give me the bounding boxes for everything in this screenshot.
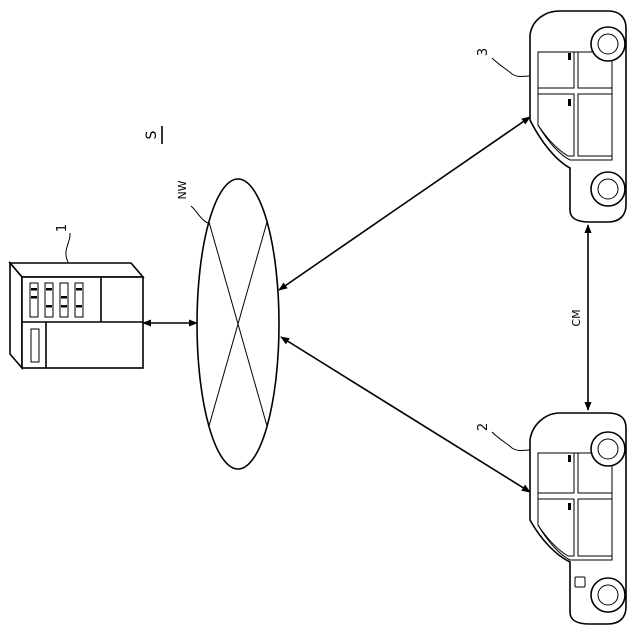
network-label: NW (176, 180, 210, 224)
network-cloud (197, 179, 279, 469)
server-led (46, 305, 52, 308)
vehicle-mirror (568, 455, 571, 462)
vehicle-mirror (568, 53, 571, 60)
server-led (31, 296, 37, 299)
vehicle-b-leader-line (492, 58, 530, 77)
system-label-text: S (144, 130, 160, 139)
vehicle-a-label-text: 2 (476, 423, 491, 431)
network-vehicle-b-link (279, 117, 530, 290)
server-led (31, 288, 37, 291)
vehicle-b-label: 3 (476, 48, 530, 77)
server-led (76, 305, 82, 308)
network-vehicle-a-link (281, 337, 530, 492)
server-led (61, 296, 67, 299)
vehicle-wheel (591, 578, 625, 612)
vehicle-wheel (591, 432, 625, 466)
system-label: S (144, 126, 162, 144)
vehicle-b (530, 11, 626, 222)
vehicle-b-label-text: 3 (476, 48, 491, 56)
network-label-text: NW (176, 180, 189, 199)
network-leader-line (191, 206, 210, 224)
comm-label-text: CM (570, 309, 583, 326)
vehicle-door-handle (568, 503, 571, 510)
vehicle-wheel (591, 172, 625, 206)
server-led (76, 288, 82, 291)
server (10, 263, 143, 368)
server-label-text: 1 (55, 224, 70, 232)
server-top-face (10, 263, 143, 277)
vehicle-door-handle (568, 99, 571, 106)
server-label: 1 (55, 224, 70, 262)
vehicle-a (530, 413, 626, 624)
server-leader-line (66, 233, 70, 262)
server-led (61, 305, 67, 308)
server-side-face (10, 263, 22, 368)
vehicle-a-leader-line (492, 432, 530, 451)
vehicle-wheel (591, 27, 625, 61)
server-led (46, 288, 52, 291)
vehicle-a-label: 2 (476, 423, 530, 451)
